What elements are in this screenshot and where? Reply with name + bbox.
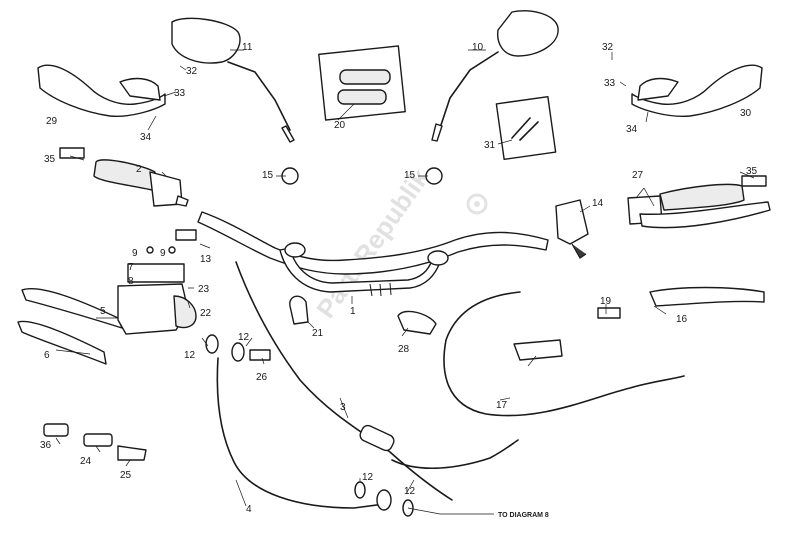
label-32b: 32	[602, 42, 614, 53]
label-26: 26	[256, 372, 268, 383]
screw-26	[249, 349, 271, 361]
label-32a: 32	[186, 66, 198, 77]
brake-hose	[216, 357, 392, 511]
handlebar	[197, 211, 549, 297]
mirror-left	[171, 17, 295, 143]
left-grip	[93, 159, 189, 207]
label-8: 8	[128, 276, 134, 287]
mirror-right	[431, 10, 559, 142]
clip-15-right	[425, 167, 443, 185]
label-35b: 35	[746, 166, 758, 177]
label-7: 7	[128, 262, 134, 273]
label-33b: 33	[604, 78, 616, 89]
label-34a: 34	[140, 132, 152, 143]
label-9a: 9	[132, 248, 138, 259]
hand-guard-left	[37, 64, 166, 118]
watermark-gear-icon	[466, 193, 488, 215]
throttle-cable	[235, 261, 453, 501]
screws-9	[146, 246, 176, 254]
label-34b: 34	[626, 124, 638, 135]
rubber-cap-25	[117, 445, 147, 461]
brake-lever-right	[649, 286, 765, 307]
bolt-35-right	[741, 175, 767, 187]
cable-clamp-28	[397, 310, 437, 335]
label-15b: 15	[404, 170, 416, 181]
fitting-kit-bag	[495, 95, 557, 161]
label-23: 23	[198, 284, 210, 295]
label-4: 4	[246, 504, 252, 515]
hand-guard-bracket-18	[513, 339, 563, 361]
switch-24	[83, 433, 113, 447]
washer-12-a	[205, 334, 219, 354]
hand-guard-right	[631, 64, 763, 118]
watermark: PartsRepublik	[310, 163, 435, 324]
label-28: 28	[398, 344, 410, 355]
label-3: 3	[340, 402, 346, 413]
label-16: 16	[676, 314, 688, 325]
label-17: 17	[496, 400, 508, 411]
label-12b: 12	[238, 332, 250, 343]
label-5: 5	[100, 306, 106, 317]
label-21: 21	[312, 328, 324, 339]
label-10: 10	[472, 42, 484, 53]
clutch-lever	[17, 288, 123, 365]
label-15a: 15	[262, 170, 274, 181]
master-cylinder	[117, 263, 197, 335]
label-35a: 35	[44, 154, 56, 165]
label-30: 30	[740, 108, 752, 119]
washer-12-b	[231, 342, 245, 362]
label-12d: 12	[404, 486, 416, 497]
label-27: 27	[632, 170, 644, 181]
label-12c: 12	[362, 472, 374, 483]
clutch-cable	[391, 291, 685, 469]
label-13: 13	[200, 254, 212, 265]
reference-note: TO DIAGRAM 8	[498, 512, 549, 519]
label-1: 1	[350, 306, 356, 317]
grip-set-bag	[318, 45, 406, 121]
label-29: 29	[46, 116, 58, 127]
label-19: 19	[600, 296, 612, 307]
label-31: 31	[484, 140, 496, 151]
cable-clamp-21	[289, 295, 309, 325]
adjuster-36	[43, 423, 69, 437]
label-22: 22	[200, 308, 212, 319]
label-11: 11	[242, 42, 253, 53]
washer-12-c	[354, 481, 366, 499]
bolt-35-left	[59, 147, 85, 159]
label-14: 14	[592, 198, 604, 209]
throttle-grip	[627, 183, 771, 229]
label-9b: 9	[160, 248, 166, 259]
leader-lines	[55, 49, 755, 515]
label-24: 24	[80, 456, 92, 467]
label-6: 6	[44, 350, 50, 361]
label-36: 36	[40, 440, 52, 451]
light-switch	[555, 199, 589, 259]
label-25: 25	[120, 470, 132, 481]
screw-13	[175, 229, 197, 241]
label-33a: 33	[174, 88, 186, 99]
label-12a: 12	[184, 350, 196, 361]
label-20: 20	[334, 120, 346, 131]
label-2: 2	[136, 164, 142, 175]
screw-19	[597, 307, 621, 319]
